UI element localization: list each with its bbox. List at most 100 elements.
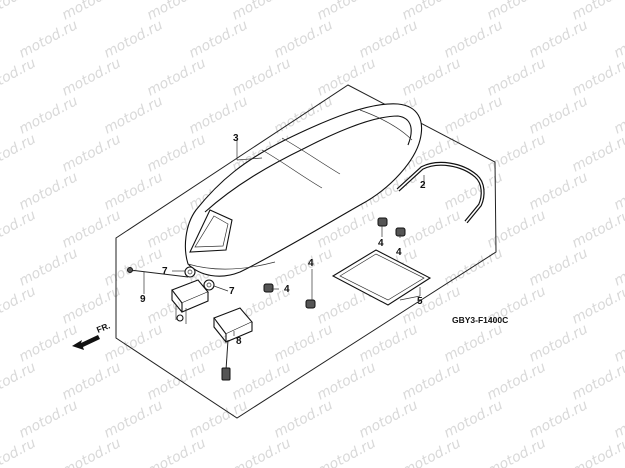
- watermark-text: motod.ru: [144, 435, 208, 468]
- leader-lines: [143, 140, 425, 336]
- watermark-text: motod.ru: [59, 55, 123, 99]
- watermark-text: motod.ru: [441, 93, 505, 137]
- watermark-text: motod.ru: [569, 55, 625, 99]
- watermark-text: motod.ru: [611, 397, 625, 441]
- watermark-text: motod.ru: [314, 435, 378, 468]
- watermark-text: motod.ru: [526, 245, 590, 289]
- callout-rubber: 4: [308, 258, 314, 269]
- grab-rail-highlight: [397, 163, 484, 223]
- watermark-text: motod.ru: [356, 17, 420, 61]
- rubber-cushion: [263, 283, 274, 293]
- nut: [203, 279, 215, 291]
- seat-assembly: [184, 103, 423, 277]
- watermark-text: motod.ru: [569, 435, 625, 468]
- lock-bracket: [213, 307, 253, 381]
- watermark-text: motod.ru: [484, 359, 548, 403]
- watermark-text: motod.ru: [0, 55, 39, 99]
- watermark-text: motod.ru: [0, 0, 39, 24]
- watermark-text: motod.ru: [356, 397, 420, 441]
- callout-nut: 7: [162, 266, 168, 277]
- watermark-text: motod.ru: [526, 17, 590, 61]
- watermark-text: motod.ru: [271, 245, 335, 289]
- callout-lock-bracket: 8: [236, 336, 242, 347]
- watermark-text: motod.ru: [0, 435, 39, 468]
- watermark-text: motod.ru: [101, 397, 165, 441]
- watermark-text: motod.ru: [611, 169, 625, 213]
- rubber-cushion: [395, 227, 406, 237]
- watermark-text: motod.ru: [271, 321, 335, 365]
- diagram-code: GBY3-F1400C: [452, 315, 508, 325]
- watermark-text: motod.ru: [16, 17, 80, 61]
- watermark-text: motod.ru: [229, 435, 293, 468]
- watermark-text: motod.ru: [611, 17, 625, 61]
- watermark-text: motod.ru: [484, 207, 548, 251]
- watermark-text: motod.ru: [399, 207, 463, 251]
- watermark-text: motod.ru: [229, 359, 293, 403]
- callout-rubber: 4: [396, 247, 402, 258]
- callout-bolt: 9: [140, 294, 146, 305]
- watermark-text: motod.ru: [399, 435, 463, 468]
- watermark-text: motod.ru: [144, 55, 208, 99]
- watermark-text: motod.ru: [144, 131, 208, 175]
- watermark-text: motod.ru: [186, 17, 250, 61]
- watermark-text: motod.ru: [16, 93, 80, 137]
- storage-tray: [331, 249, 432, 306]
- watermark-text: motod.ru: [441, 321, 505, 365]
- watermark-text: motod.ru: [441, 397, 505, 441]
- watermark-text: motod.ru: [0, 359, 39, 403]
- bolt: [127, 267, 189, 278]
- callout-seat: 3: [233, 133, 239, 144]
- watermark-text: motod.ru: [484, 55, 548, 99]
- watermark-text: motod.ru: [16, 169, 80, 213]
- watermark-text: motod.ru: [441, 17, 505, 61]
- watermark-text: motod.ru: [569, 207, 625, 251]
- watermark-text: motod.ru: [526, 397, 590, 441]
- watermark-text: motod.ru: [59, 283, 123, 327]
- callout-nut: 7: [229, 286, 235, 297]
- watermark-text: motod.ru: [271, 397, 335, 441]
- watermark-text: motod.ru: [101, 169, 165, 213]
- rubber-cushion: [377, 217, 388, 227]
- watermark-text: motod.ru: [271, 17, 335, 61]
- callout-rubber: 4: [378, 238, 384, 249]
- watermark-text: motod.ru: [59, 131, 123, 175]
- watermark-text: motod.ru: [186, 93, 250, 137]
- watermark-text: motod.ru: [144, 359, 208, 403]
- watermark-text: motod.ru: [611, 245, 625, 289]
- watermark-text: motod.ru: [0, 283, 39, 327]
- arrow-left-icon: [72, 335, 100, 350]
- front-direction-indicator: FR.: [72, 320, 111, 350]
- watermark-text: motod.ru: [16, 321, 80, 365]
- watermark-text: motod.ru: [484, 131, 548, 175]
- watermark-text: motod.ru: [526, 321, 590, 365]
- watermark-text: motod.ru: [16, 397, 80, 441]
- watermark-text: motod.ru: [526, 93, 590, 137]
- assembly-frame: [115, 84, 497, 419]
- callout-rubber: 4: [284, 284, 290, 295]
- watermark-text: motod.ru: [569, 283, 625, 327]
- watermark-text: motod.ru: [101, 93, 165, 137]
- watermark-text: motod.ru: [399, 359, 463, 403]
- watermark-text: motod.ru: [611, 321, 625, 365]
- watermark-text: motod.ru: [101, 245, 165, 289]
- watermark-text: motod.ru: [0, 131, 39, 175]
- watermark-text: motod.ru: [314, 359, 378, 403]
- direction-label: FR.: [95, 320, 111, 334]
- watermark-text: motod.ru: [59, 435, 123, 468]
- watermark-text: motod.ru: [101, 17, 165, 61]
- callout-grab-rail: 2: [420, 180, 426, 191]
- watermark-text: motod.ru: [101, 321, 165, 365]
- watermark-text: motod.ru: [611, 93, 625, 137]
- rubber-cushion: [305, 299, 316, 309]
- seat-latch: [171, 279, 209, 324]
- watermark-text: motod.ru: [16, 245, 80, 289]
- watermark-text: motod.ru: [399, 55, 463, 99]
- watermark-text: motod.ru: [569, 359, 625, 403]
- watermark-text: motod.ru: [356, 321, 420, 365]
- watermark-text: motod.ru: [186, 397, 250, 441]
- watermark-text: motod.ru: [569, 131, 625, 175]
- watermark-text: motod.ru: [59, 207, 123, 251]
